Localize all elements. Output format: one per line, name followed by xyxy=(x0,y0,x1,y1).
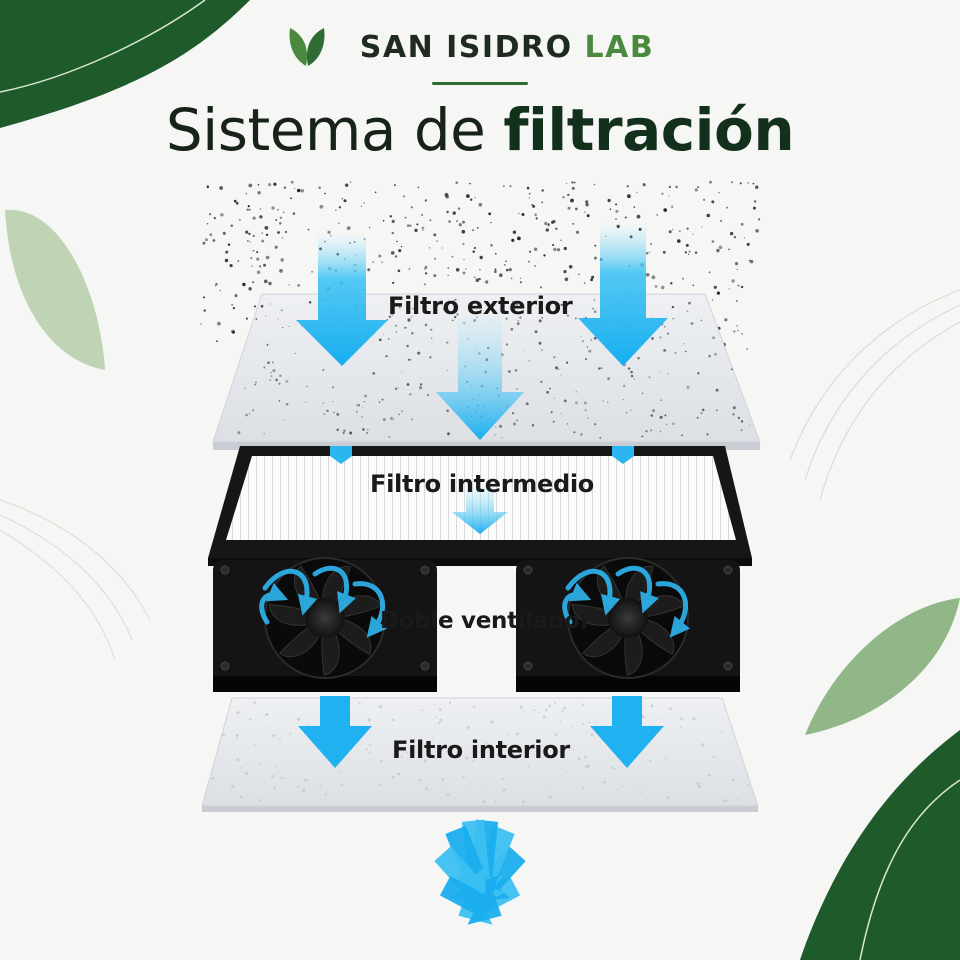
brand-name-main: SAN ISIDRO xyxy=(359,29,573,65)
down-arrow-icon xyxy=(434,846,486,902)
down-arrow-icon xyxy=(298,696,372,768)
down-arrow-icon xyxy=(452,486,508,534)
swirl-arrow-icon xyxy=(259,565,388,638)
page-title: Sistema de filtración xyxy=(0,96,960,164)
swirl-arrow-icon xyxy=(562,565,691,638)
decor-curves-right xyxy=(789,289,960,501)
decor-top-left-swoosh xyxy=(0,0,250,128)
label-middle-filter: Filtro intermedio xyxy=(370,470,594,498)
outflow-arrows xyxy=(434,819,526,925)
down-arrow-icon xyxy=(330,446,634,464)
decor-leaf-left xyxy=(5,209,105,370)
down-arrow-icon xyxy=(436,318,524,440)
brand-name-accent: LAB xyxy=(584,29,655,65)
decor-leaf-right xyxy=(805,598,960,735)
title-bold: filtración xyxy=(503,96,795,164)
brand-header: SAN ISIDRO LAB xyxy=(0,22,960,72)
down-arrow-icon xyxy=(439,875,502,925)
brand-name: SAN ISIDRO LAB xyxy=(360,30,654,65)
fan-left xyxy=(213,557,437,692)
label-inner-filter: Filtro interior xyxy=(392,736,570,764)
label-double-fan: Doble ventilador xyxy=(380,608,591,634)
fan-right xyxy=(516,557,740,692)
brand-divider xyxy=(432,82,528,85)
dust-particles xyxy=(200,180,761,352)
leaf-logo-icon xyxy=(289,28,325,66)
down-arrow-icon xyxy=(296,232,388,366)
down-arrow-icon xyxy=(578,222,668,366)
decor-bottom-right-swoosh xyxy=(800,730,960,960)
decor-curves-left xyxy=(0,499,151,661)
title-regular: Sistema de xyxy=(165,96,486,164)
down-arrow-icon xyxy=(590,696,664,768)
down-arrow-icon xyxy=(445,825,500,908)
label-outer-filter: Filtro exterior xyxy=(388,292,573,320)
